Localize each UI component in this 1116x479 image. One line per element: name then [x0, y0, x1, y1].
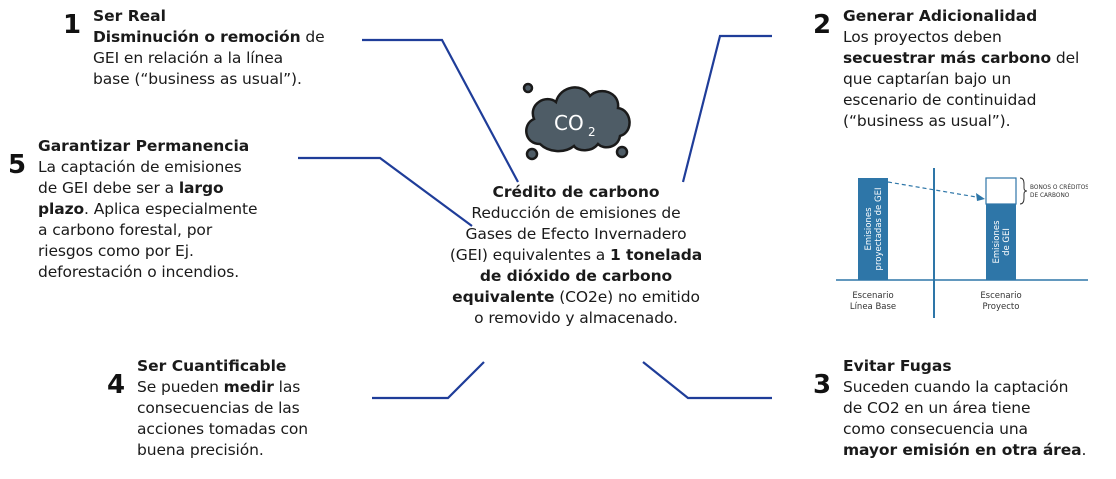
- center-line-4: de dióxido de carbono: [479, 267, 673, 285]
- additionality-mini-chart: Emisiones proyectadas de GEI Emisiones d…: [836, 168, 1089, 326]
- center-block: Crédito de carbono Reducción de emisione…: [400, 182, 752, 329]
- connector-4: [372, 361, 485, 400]
- item-3-block: Evitar Fugas Suceden cuando la captación…: [843, 356, 1115, 461]
- item-3-title: Evitar Fugas: [843, 357, 952, 375]
- x2-label-a: Escenario: [980, 291, 1021, 301]
- item-1-block: Ser Real Disminución o remoción de GEI e…: [93, 6, 373, 90]
- arrow-head: [976, 193, 985, 201]
- bonus-label-a: BONOS O CRÉDITOS: [1030, 183, 1088, 191]
- connector-5: [298, 156, 473, 227]
- connector-1: [362, 38, 519, 183]
- item-1-title: Ser Real: [93, 7, 166, 25]
- bar2-label-a: Emisiones: [992, 220, 1002, 264]
- item-5-title: Garantizar Permanencia: [38, 137, 250, 155]
- bar1-label-b: proyectadas de GEI: [874, 188, 884, 271]
- item-3-number: 3: [813, 370, 832, 400]
- bonus-brace: [1019, 177, 1028, 205]
- center-title: Crédito de carbono: [492, 183, 660, 201]
- connector-2: [681, 34, 772, 183]
- item-2-number: 2: [813, 10, 832, 40]
- item-1-number: 1: [63, 10, 82, 40]
- bar-project-credits: [985, 177, 1017, 205]
- bar2-label-b: de GEI: [1002, 228, 1012, 256]
- bar-project-emissions: [986, 204, 1016, 280]
- center-line-2: Gases de Efecto Invernadero: [465, 225, 687, 243]
- center-line-5: equivalente (CO2e) no emitido: [452, 288, 700, 306]
- center-line-3: (GEI) equivalentes a 1 tonelada: [449, 246, 703, 264]
- co2-cloud-icon: CO 2: [518, 74, 638, 164]
- cloud-subscript: 2: [588, 125, 596, 139]
- bar-baseline-emissions: [858, 178, 888, 280]
- connector-3: [642, 361, 772, 400]
- item-2-block: Generar Adicionalidad Los proyectos debe…: [843, 6, 1113, 132]
- item-4-title: Ser Cuantificable: [137, 357, 287, 375]
- cloud-label: CO: [554, 111, 584, 135]
- item-5-number: 5: [8, 150, 27, 180]
- x1-label-b: Línea Base: [850, 302, 896, 312]
- x1-label-a: Escenario: [852, 291, 893, 301]
- center-line-1: Reducción de emisiones de: [471, 204, 681, 222]
- arrow-dashed: [887, 181, 983, 199]
- item-5-block: Garantizar Permanencia La captación de e…: [38, 136, 298, 283]
- bar1-label-a: Emisiones: [864, 207, 874, 251]
- center-line-6: o removido y almacenado.: [474, 309, 678, 327]
- bonus-label-b: DE CARBONO: [1030, 193, 1070, 199]
- item-4-block: Ser Cuantificable Se pueden medir las co…: [137, 356, 377, 461]
- x2-label-b: Proyecto: [983, 302, 1020, 312]
- item-4-number: 4: [107, 370, 126, 400]
- item-2-title: Generar Adicionalidad: [843, 7, 1038, 25]
